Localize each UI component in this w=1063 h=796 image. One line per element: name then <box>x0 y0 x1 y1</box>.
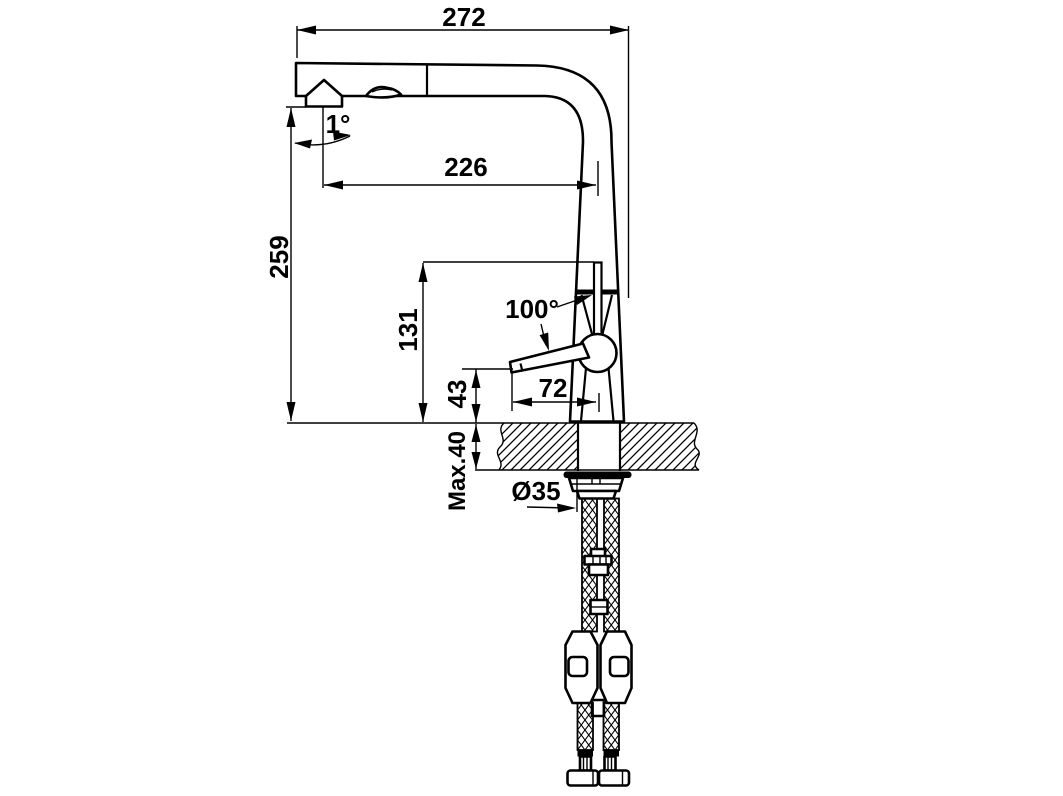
mounting-shank <box>576 423 622 471</box>
dimension-43-label: 43 <box>442 380 472 409</box>
dimension-272-label: 272 <box>442 2 485 32</box>
angle-1-swivel: 1° <box>294 107 351 188</box>
hose-connector-left-window <box>567 655 589 678</box>
arrowhead <box>471 424 481 442</box>
arrowhead <box>610 25 629 35</box>
cartridge-neck-lines <box>580 294 614 335</box>
countertop-hatch-left <box>497 423 578 470</box>
arrowhead <box>471 452 481 469</box>
hose-tail-left-braid <box>576 702 594 751</box>
angle-1-label: 1° <box>326 109 351 139</box>
arrowhead <box>418 403 428 422</box>
pullout-hose-fitting-upper <box>583 547 613 577</box>
hose-thread-right <box>603 755 617 772</box>
handle-lever-end-cap <box>519 363 524 372</box>
arrowhead <box>286 402 296 421</box>
under-counter-assembly <box>563 471 633 787</box>
dimension-131-label: 131 <box>393 308 423 351</box>
dimension-43-handle-clearance: 43 <box>442 368 513 423</box>
hose-crimp-left <box>577 750 593 757</box>
angle-100-label: 100° <box>505 294 559 324</box>
countertop-break-edge-left <box>496 422 505 471</box>
arrowhead <box>418 263 428 282</box>
dimension-226-spout-reach: 226 <box>324 152 599 196</box>
dimension-259-label: 259 <box>264 235 294 278</box>
pullout-hose-fitting-lower <box>589 598 609 616</box>
arrowhead <box>577 180 596 190</box>
hose-connector-right <box>599 630 633 705</box>
hose-thread-left <box>578 755 593 772</box>
countertop-break-edge-right <box>693 422 700 471</box>
dimension-dia35-label: Ø35 <box>511 476 560 506</box>
arrowhead <box>557 503 576 513</box>
mounting-washer <box>563 471 632 478</box>
dimension-226-label: 226 <box>444 152 487 182</box>
arrowhead <box>577 397 596 407</box>
mounting-nut-lines <box>571 478 621 485</box>
dimension-131-handle-top-height: 131 <box>393 261 594 422</box>
dimension-annotations: 272 226 259 131 43 <box>264 2 630 513</box>
arrowhead <box>333 131 351 141</box>
arrowhead <box>471 370 481 388</box>
hose-tail-right-braid <box>602 702 620 751</box>
arrowhead <box>286 108 296 127</box>
spray-release-button <box>364 85 403 99</box>
countertop-section <box>287 422 700 471</box>
hose-end-nut-right <box>597 769 631 787</box>
angle-100-handle: 100° <box>505 294 592 351</box>
spray-release-button-line <box>371 88 393 93</box>
arrowhead <box>324 180 343 190</box>
arrowhead <box>294 139 312 149</box>
hose-adapter <box>575 489 618 500</box>
handle-pin <box>592 261 603 342</box>
hose-connector-left <box>564 630 599 705</box>
hose-crimp-right <box>603 750 619 757</box>
dimension-max40-counter-thickness: Max.40 <box>444 424 481 511</box>
body-cone-lines <box>579 367 615 422</box>
arrowhead <box>539 332 549 351</box>
dimension-72-handle-projection: 72 <box>511 373 600 412</box>
hose-connector-right-window <box>608 655 630 678</box>
dimension-259-spout-height: 259 <box>264 106 306 421</box>
dimension-dia35-hole: Ø35 <box>511 473 578 513</box>
dimension-72-label: 72 <box>539 373 568 403</box>
hose-end-nut-left <box>566 769 600 787</box>
faucet-outline <box>294 61 626 423</box>
spray-head-nozzle <box>304 78 344 108</box>
faucet-body <box>294 61 626 423</box>
countertop-hatch-right <box>621 423 700 470</box>
dimension-max40-label: Max.40 <box>444 431 471 511</box>
arrowhead <box>513 397 532 407</box>
dimension-272-overall-width: 272 <box>296 2 630 298</box>
arrowhead <box>574 295 592 305</box>
arrowhead <box>471 404 481 422</box>
arrowhead <box>297 25 316 35</box>
